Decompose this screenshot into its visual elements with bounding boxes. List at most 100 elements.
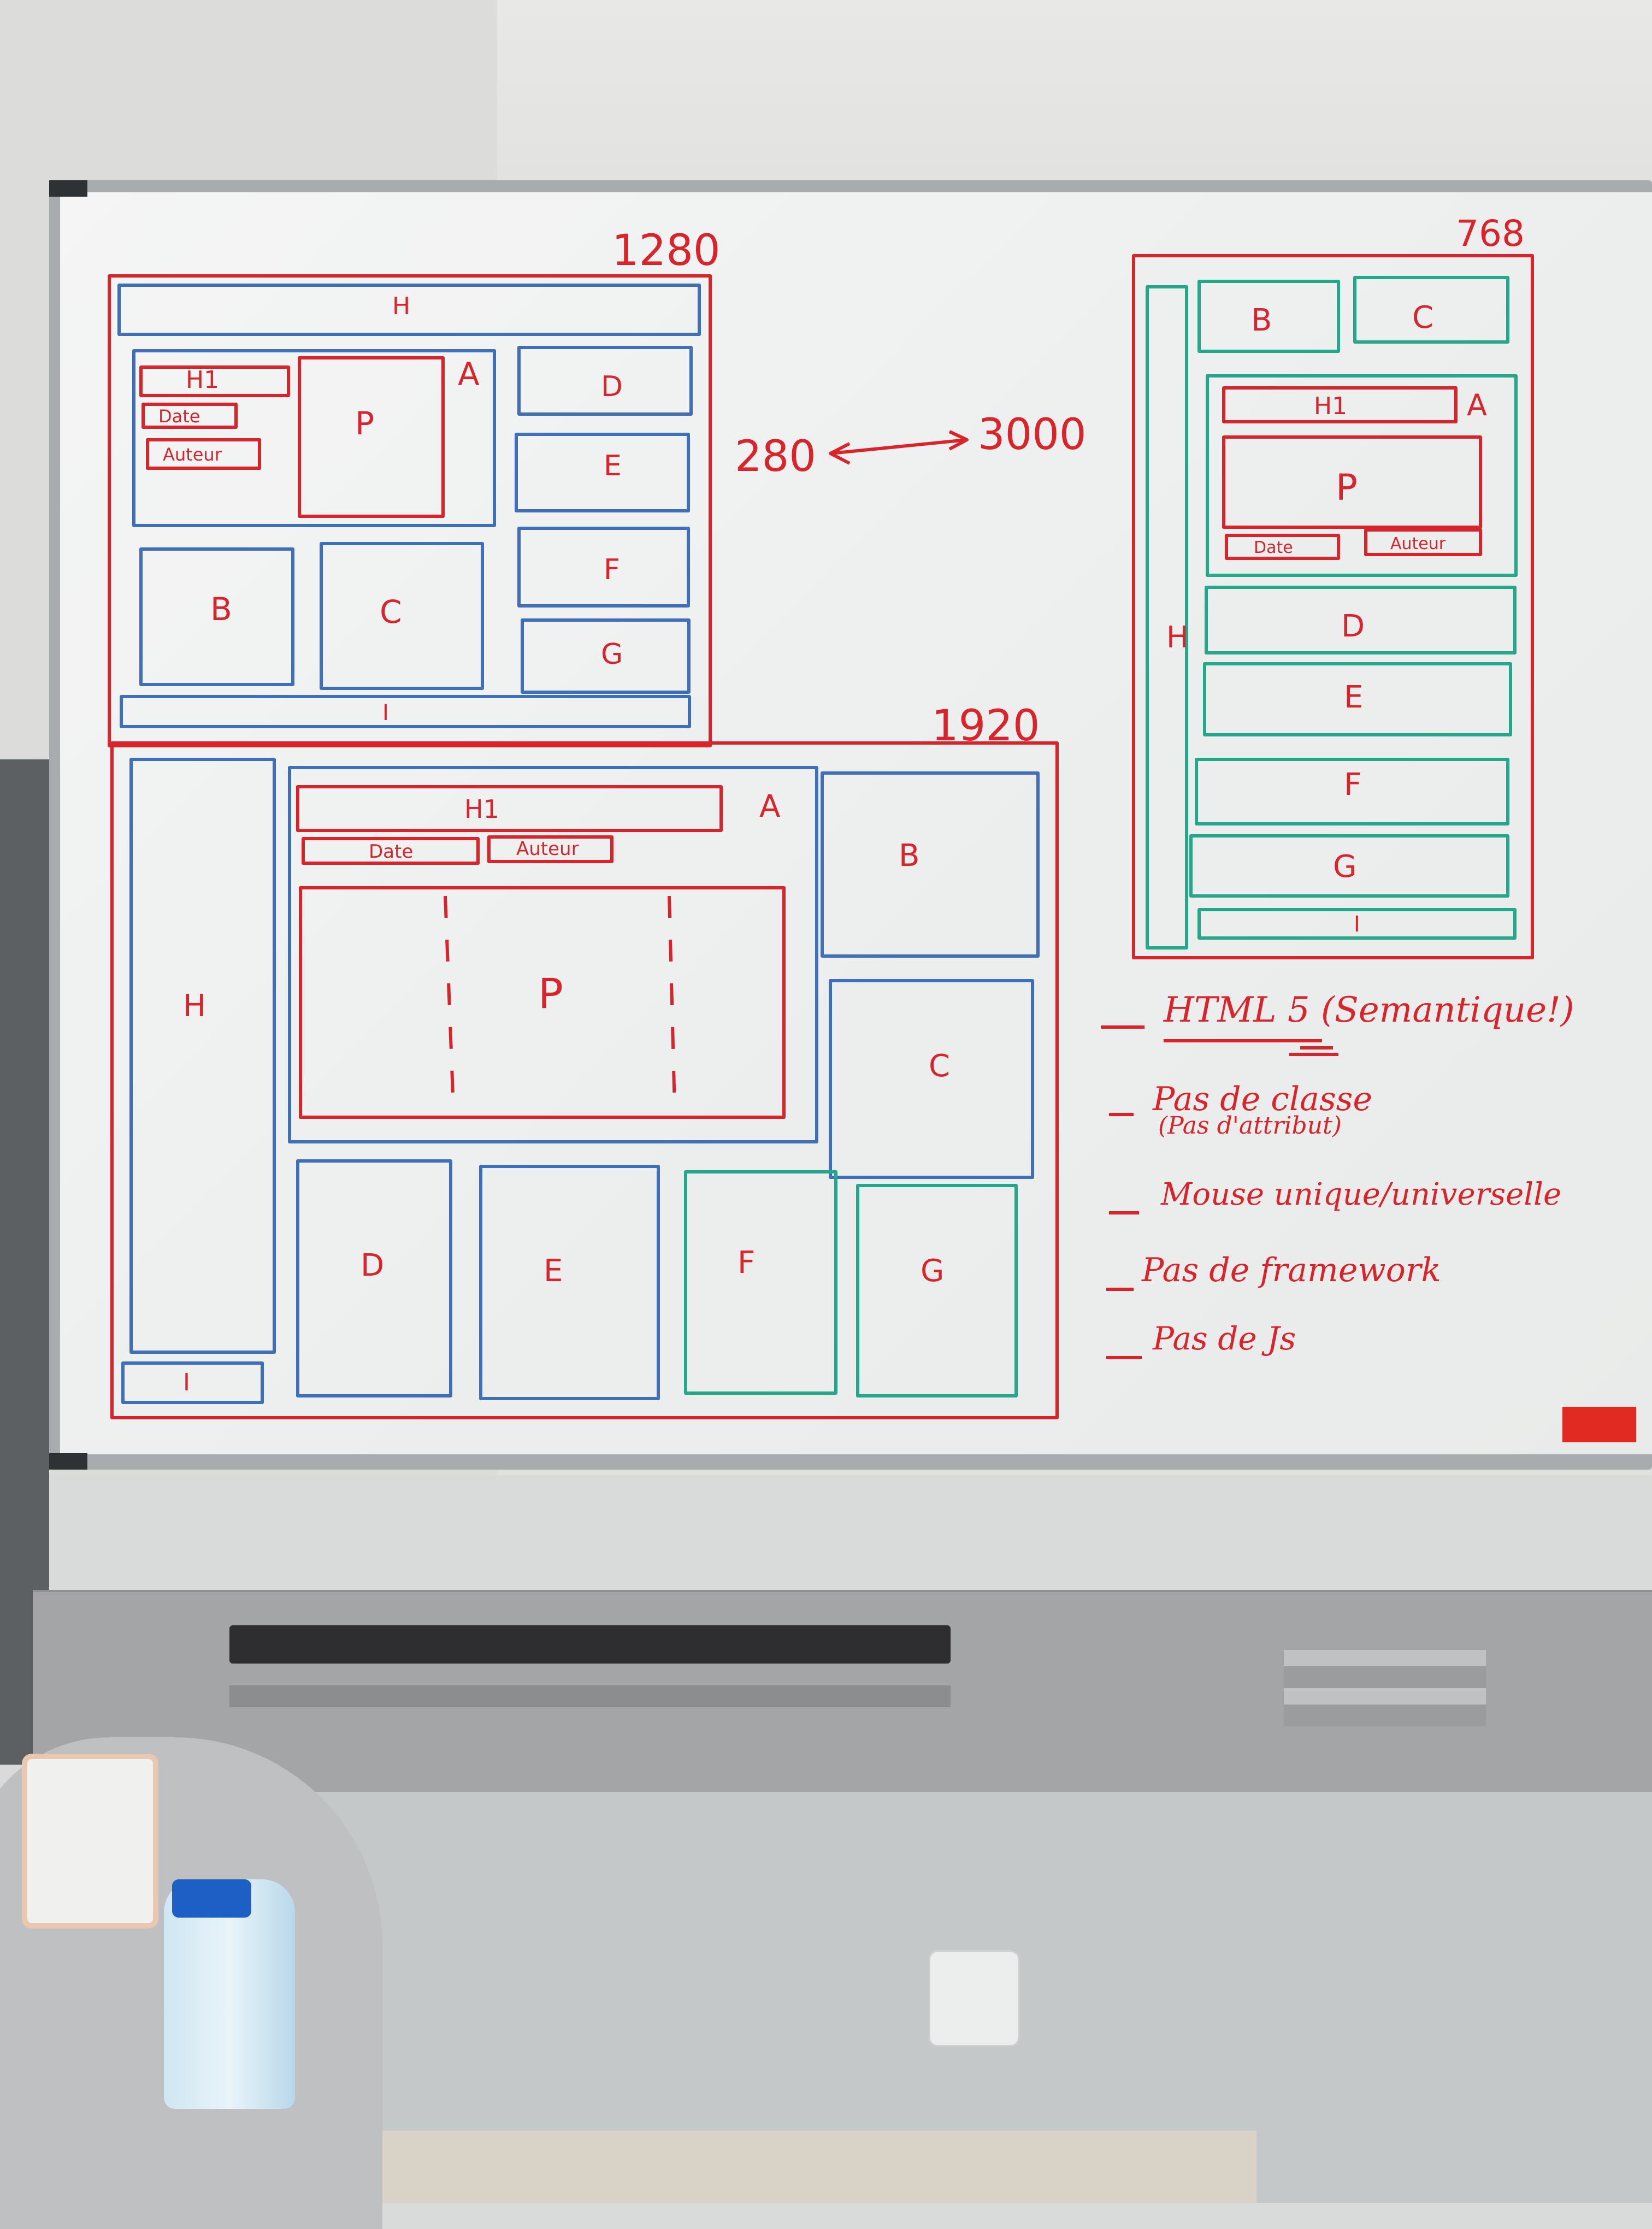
block-date xyxy=(302,837,480,865)
label-d: D xyxy=(601,370,623,403)
block-h1 xyxy=(139,365,290,397)
sketch-1280 xyxy=(108,274,712,747)
block-h1 xyxy=(296,785,723,832)
desk-top xyxy=(328,2131,1256,2203)
label-date: Date xyxy=(369,841,413,863)
label-date: Date xyxy=(1254,538,1293,557)
label-g: G xyxy=(601,638,623,671)
power-outlet xyxy=(929,1950,1019,2047)
block-d xyxy=(517,346,693,416)
block-h1 xyxy=(1222,386,1458,423)
note-universal: Mouse unique/universelle xyxy=(1160,1177,1561,1212)
cabinet-slot xyxy=(229,1685,951,1707)
frame-corner xyxy=(49,180,87,197)
block-p xyxy=(299,886,786,1119)
block-d xyxy=(1205,586,1517,654)
block-a xyxy=(1206,374,1518,577)
label-a: A xyxy=(1467,388,1487,422)
column-divider xyxy=(668,895,676,1110)
label-p: P xyxy=(355,405,374,442)
label-author: Auteur xyxy=(516,838,579,860)
label-b: B xyxy=(899,838,919,874)
range-min: 280 xyxy=(735,432,816,481)
label-i: I xyxy=(1354,912,1360,937)
label-e: E xyxy=(544,1253,563,1289)
frame-corner xyxy=(49,1453,87,1470)
block-c xyxy=(1353,276,1509,344)
range-max: 3000 xyxy=(978,410,1087,459)
block-author xyxy=(146,438,261,470)
sketch-768 xyxy=(1132,254,1534,959)
label-i: I xyxy=(382,700,389,726)
block-h xyxy=(117,284,701,336)
note-no-class: Pas de classe xyxy=(1152,1080,1372,1118)
column-divider xyxy=(444,895,455,1110)
block-h xyxy=(129,758,276,1354)
block-date xyxy=(141,403,238,429)
block-c xyxy=(320,542,484,690)
label-h1: H1 xyxy=(1314,392,1347,420)
block-e xyxy=(515,433,690,512)
laptop xyxy=(22,1754,158,1929)
note-no-js: Pas de Js xyxy=(1152,1320,1296,1357)
block-date xyxy=(1225,534,1340,560)
block-f xyxy=(1195,758,1509,825)
label-h1: H1 xyxy=(464,794,499,824)
bottle-cap xyxy=(172,1879,251,1918)
block-f xyxy=(684,1170,837,1395)
block-i xyxy=(121,1361,264,1404)
red-sticker xyxy=(1562,1407,1636,1442)
block-a xyxy=(132,349,496,527)
block-e xyxy=(1203,662,1512,736)
block-e xyxy=(479,1165,660,1400)
label-g: G xyxy=(921,1253,944,1289)
label-h: H xyxy=(392,292,410,320)
block-g xyxy=(521,618,691,694)
block-h xyxy=(1146,285,1188,950)
label-h: H xyxy=(183,988,206,1024)
note-html5: HTML 5 (Semantique!) xyxy=(1163,990,1574,1030)
water-bottle xyxy=(164,1879,295,2109)
note-no-framework: Pas de framework xyxy=(1141,1251,1441,1289)
label-author: Auteur xyxy=(163,444,222,465)
block-author xyxy=(487,835,613,863)
label-d: D xyxy=(361,1248,384,1283)
block-f xyxy=(517,527,690,608)
sketch-1280-frame xyxy=(108,274,712,747)
label-c: C xyxy=(380,593,402,630)
sketch-768-frame xyxy=(1132,254,1534,959)
label-author: Auteur xyxy=(1390,534,1446,553)
label-f: F xyxy=(738,1245,755,1281)
sketch-1280-width-label: 1280 xyxy=(612,226,721,275)
label-d: D xyxy=(1341,609,1365,644)
label-b: B xyxy=(1251,303,1272,338)
label-e: E xyxy=(1344,680,1363,715)
marker-tray xyxy=(229,1625,951,1664)
label-h: H xyxy=(1166,620,1189,654)
block-d xyxy=(296,1159,452,1397)
label-h1: H1 xyxy=(186,366,219,394)
label-e: E xyxy=(604,450,622,482)
block-author xyxy=(1364,528,1482,556)
label-a: A xyxy=(759,789,780,824)
label-f: F xyxy=(604,553,620,586)
range-arrow xyxy=(829,430,969,465)
label-f: F xyxy=(1344,767,1361,803)
label-p: P xyxy=(1336,467,1358,509)
block-g xyxy=(1189,834,1509,898)
block-i xyxy=(1197,908,1517,940)
block-b xyxy=(139,547,294,686)
cabinet-vent xyxy=(1284,1650,1486,1726)
block-p xyxy=(1222,435,1482,529)
sketch-1920 xyxy=(110,741,1059,1419)
label-date: Date xyxy=(158,406,200,427)
block-g xyxy=(856,1184,1018,1397)
block-p xyxy=(298,356,445,518)
block-i xyxy=(120,695,691,728)
sketch-1920-frame xyxy=(110,741,1059,1419)
label-c: C xyxy=(1412,300,1433,335)
sketch-768-width-label: 768 xyxy=(1456,213,1525,255)
block-a xyxy=(288,766,818,1143)
sketch-1920-width-label: 1920 xyxy=(931,701,1040,751)
